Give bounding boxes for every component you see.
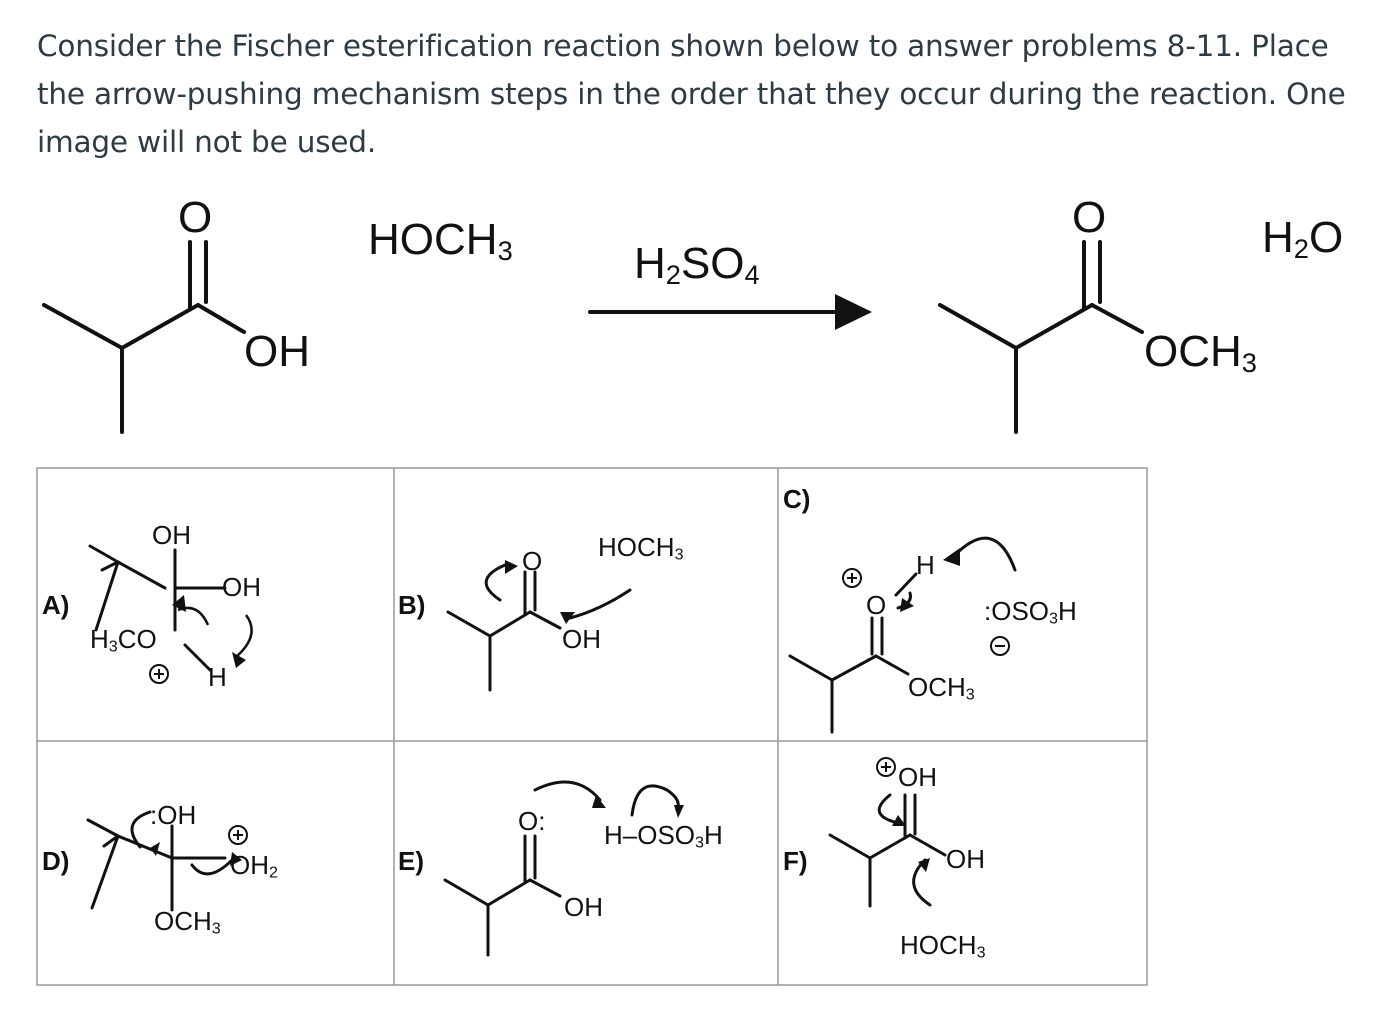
product-carbonyl-o: O bbox=[1072, 193, 1107, 242]
opt-f-oh-top: OH bbox=[898, 762, 937, 792]
reactant-carbonyl-o: O bbox=[178, 193, 213, 242]
opt-c-h: H bbox=[916, 550, 935, 580]
byproduct-water: H2O bbox=[1262, 213, 1344, 264]
opt-e-oh: OH bbox=[564, 892, 603, 922]
option-label-e: E) bbox=[398, 846, 424, 876]
option-label-b: B) bbox=[398, 590, 426, 620]
opt-b-methanol: HOCH3 bbox=[598, 532, 684, 564]
opt-c-bisulfate: :OSO3H bbox=[984, 596, 1077, 628]
option-label-f: F) bbox=[783, 846, 808, 876]
reagent-sulfuric-acid: H2SO4 bbox=[634, 239, 760, 290]
product-methoxy: OCH3 bbox=[1144, 327, 1257, 378]
reactant-oh: OH bbox=[244, 327, 310, 376]
opt-b-oh: OH bbox=[562, 624, 601, 654]
option-label-d: D) bbox=[42, 846, 70, 876]
opt-c-o: O bbox=[866, 590, 887, 620]
option-label-c: C) bbox=[783, 484, 811, 514]
opt-e-sulfuric-acid: H–OSO3H bbox=[604, 820, 723, 852]
opt-b-o: O bbox=[522, 546, 543, 576]
opt-a-methoxy: H3CO bbox=[90, 624, 157, 656]
opt-a-h: H bbox=[208, 662, 227, 692]
opt-f-oh-right: OH bbox=[946, 844, 985, 874]
opt-f-methanol: HOCH3 bbox=[900, 930, 986, 962]
opt-d-oh: :OH bbox=[150, 800, 197, 830]
opt-a-oh-top: OH bbox=[152, 520, 191, 550]
opt-d-oh2: OH2 bbox=[230, 850, 278, 882]
reagent-methanol: HOCH3 bbox=[368, 215, 513, 266]
opt-c-methoxy: OCH3 bbox=[908, 672, 975, 704]
option-label-a: A) bbox=[42, 590, 70, 620]
opt-d-methoxy: OCH3 bbox=[154, 906, 221, 938]
opt-a-oh-right: OH bbox=[222, 572, 261, 602]
opt-e-o: O: bbox=[518, 806, 546, 836]
question-text: Consider the Fischer esterification reac… bbox=[37, 29, 1346, 159]
